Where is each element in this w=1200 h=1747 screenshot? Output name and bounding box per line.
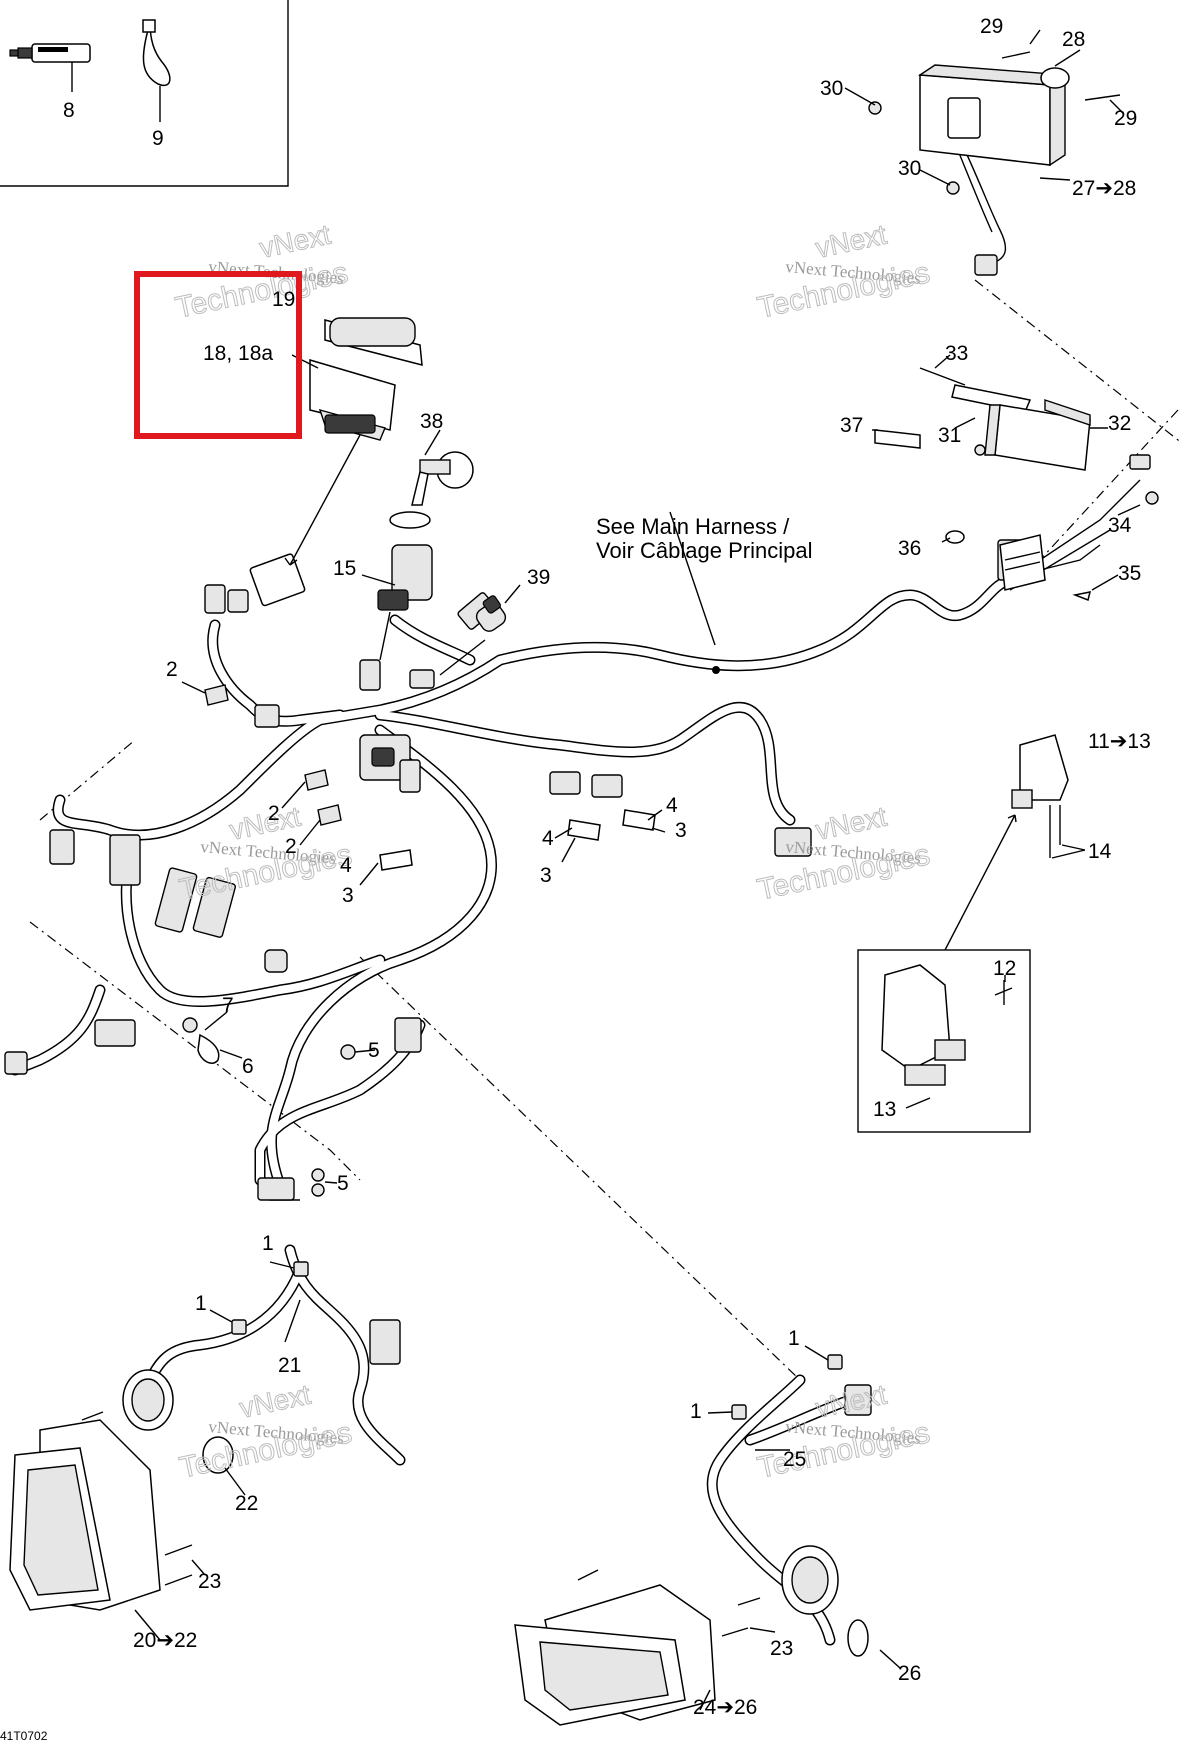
part-label-34: 34 [1108, 514, 1132, 537]
tail-light-part [868, 51, 1121, 195]
part-label-32: 32 [1108, 412, 1131, 435]
svg-text:vNext: vNext [813, 219, 890, 264]
svg-text:vNext: vNext [237, 1379, 314, 1424]
part-label-22: 22 [235, 1492, 258, 1515]
ignition-switch-part [377, 451, 474, 661]
part-label-15: 15 [333, 557, 356, 580]
part-label-21: 21 [278, 1354, 301, 1377]
part-label-5-lower: 5 [337, 1172, 349, 1195]
right-headlight-part [514, 1545, 869, 1726]
part-label-18-18a: 18, 18a [203, 342, 273, 365]
part-label-12: 12 [993, 957, 1016, 980]
part-label-4-left: 4 [340, 854, 352, 877]
handlebar-switch-part [857, 734, 1069, 1133]
part-label-28: 28 [1062, 28, 1085, 51]
part-number-labels: 8 9 29 28 30 29 30 27➔28 33 37 31 32 34 … [63, 15, 1151, 1719]
part-label-1-upper-left: 1 [262, 1232, 274, 1255]
part-label-26: 26 [898, 1662, 921, 1685]
part-label-9: 9 [152, 127, 164, 150]
part-label-4-middle: 4 [542, 827, 554, 850]
part-label-14: 14 [1088, 840, 1112, 863]
part-label-3-right: 3 [675, 819, 687, 842]
svg-text:vNext: vNext [813, 801, 890, 846]
main-harness-note-line-1: See Main Harness / [596, 514, 790, 539]
part-label-23-left: 23 [198, 1570, 221, 1593]
part-label-1-lower-left: 1 [195, 1292, 207, 1315]
highlight-box [134, 271, 302, 439]
part-label-27-28: 27➔28 [1072, 177, 1136, 200]
wire-harness [9, 139, 1141, 1646]
part-label-38: 38 [420, 410, 443, 433]
part-label-19: 19 [272, 288, 295, 311]
accessory-connector-part [439, 595, 507, 676]
assembly-outline-lines [29, 279, 1179, 1381]
svg-text:vNext: vNext [257, 219, 334, 264]
part-label-25: 25 [783, 1448, 806, 1471]
part-label-2-top: 2 [166, 658, 178, 681]
part-label-1-upper-right: 1 [788, 1327, 800, 1350]
part-label-36: 36 [898, 537, 921, 560]
part-label-30-bottom: 30 [898, 157, 921, 180]
voltage-regulator-part [874, 367, 1091, 471]
part-label-35: 35 [1118, 562, 1141, 585]
clips-and-brackets [182, 684, 843, 1420]
accessory-inset-box [0, 0, 289, 187]
part-label-4-right: 4 [666, 794, 678, 817]
tie-strap-part [142, 19, 171, 122]
part-label-11-13: 11➔13 [1088, 730, 1151, 753]
part-label-20-22: 20➔22 [133, 1629, 197, 1652]
part-label-39: 39 [527, 566, 550, 589]
leader-lines [181, 29, 1141, 1711]
grease-tube-part [9, 43, 91, 92]
figure-code: 41T0702 [0, 1729, 48, 1743]
part-label-3-left: 3 [342, 884, 354, 907]
part-label-24-26: 24➔26 [693, 1696, 757, 1719]
left-headlight-part [9, 1369, 234, 1641]
part-label-29-top: 29 [980, 15, 1003, 38]
part-label-29-right: 29 [1114, 107, 1137, 130]
part-label-13: 13 [873, 1098, 896, 1121]
part-label-5-upper: 5 [368, 1039, 380, 1062]
gauge-display-part [284, 317, 423, 566]
part-label-3-middle: 3 [540, 864, 552, 887]
part-label-30-top: 30 [820, 77, 843, 100]
svg-text:vNext: vNext [813, 1379, 890, 1424]
part-label-37: 37 [840, 414, 863, 437]
part-label-8: 8 [63, 99, 75, 122]
watermark-bottom-left: vNext vNext Technologies Technologies [176, 1378, 355, 1485]
part-label-2-lower: 2 [285, 835, 297, 858]
part-label-2-middle: 2 [268, 802, 280, 825]
part-label-31: 31 [938, 424, 961, 447]
part-label-7: 7 [222, 994, 234, 1017]
part-label-23-right: 23 [770, 1637, 793, 1660]
fuse-holder-part [945, 491, 1159, 602]
watermark-top-right: vNext vNext Technologies Technologies [754, 218, 933, 325]
part-label-33: 33 [945, 342, 968, 365]
main-harness-note-line-2: Voir Câblage Principal [596, 538, 812, 563]
part-label-6: 6 [242, 1055, 254, 1078]
part-label-1-lower-right: 1 [690, 1400, 702, 1423]
